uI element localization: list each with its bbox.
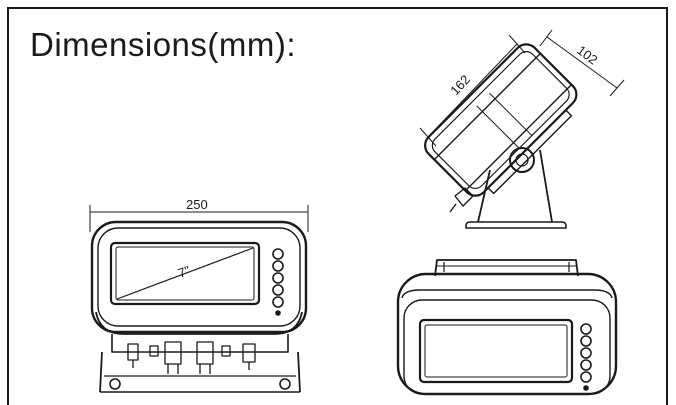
rear-front-view (396, 259, 618, 396)
depth-label: 102 (574, 42, 600, 67)
depth-dimension-line (546, 36, 618, 89)
side-view (419, 29, 625, 229)
front-button-3 (272, 272, 284, 284)
front-screen (109, 241, 261, 306)
front-view (89, 205, 309, 393)
mount-hole-left (109, 378, 121, 390)
front-button-5 (272, 296, 284, 308)
diagram-frame (7, 7, 668, 405)
front-housing-outer (90, 220, 308, 334)
tilt-knob (509, 147, 535, 173)
mount-hole-right (279, 378, 291, 390)
front-screen-right (418, 318, 574, 384)
stand-base (465, 221, 567, 229)
screen-diagonal (116, 247, 254, 300)
front-button-4 (272, 284, 284, 296)
front-button-2 (272, 260, 284, 272)
width-label: 250 (186, 197, 208, 212)
screen-size-label: 7" (176, 263, 193, 281)
page-title: Dimensions(mm): (30, 26, 297, 63)
front-button-1 (272, 248, 284, 260)
